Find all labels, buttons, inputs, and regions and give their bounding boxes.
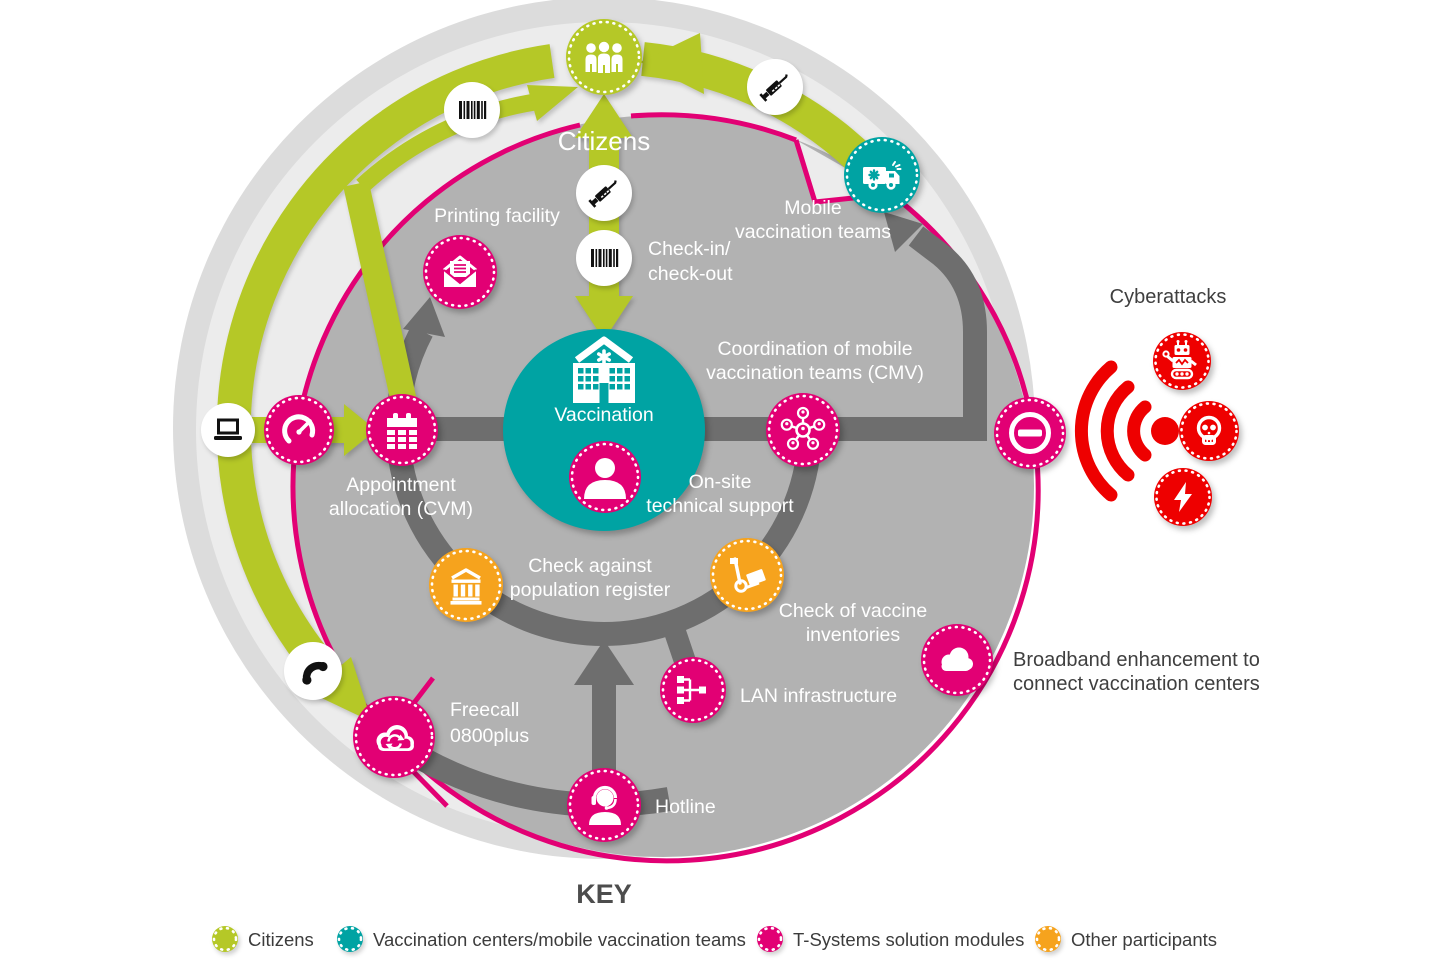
arrow-printing-to-citizens (527, 85, 578, 121)
syringe-badge-right (747, 59, 803, 115)
speedtest-node (264, 395, 334, 465)
population-label-2: population register (510, 579, 671, 601)
onsite-label-2: technical support (646, 495, 794, 517)
printing-node (423, 235, 497, 309)
cmv-label-2: vaccination teams (CMV) (706, 362, 924, 384)
legend-item-tsystems (757, 926, 783, 952)
broadband-node (921, 624, 993, 696)
legend-dot-others (1035, 926, 1061, 952)
cyberattack-group: Cyberattacks (1074, 286, 1239, 526)
handtruck-icon (730, 557, 766, 593)
legend: Citizens Vaccination centers/mobile vacc… (212, 926, 1217, 952)
lan-label: LAN infrastructure (740, 685, 897, 707)
inventories-label-2: inventories (806, 624, 901, 646)
inventories-label-1: Check of vaccine (779, 600, 928, 622)
legend-item-citizens (212, 926, 238, 952)
arrow-to-mobile-teams (884, 212, 923, 252)
malware-bot-icon (1162, 340, 1197, 380)
cloud-icon (941, 647, 973, 671)
network-icon (780, 406, 826, 450)
appointment-label-1: Appointment (346, 474, 456, 496)
phone-icon (302, 661, 328, 685)
cyberattacks-label: Cyberattacks (1110, 286, 1227, 308)
appointment-node (366, 394, 438, 466)
cmv-node (766, 393, 840, 467)
freecall-label-1: Freecall (450, 699, 519, 721)
onsite-label-1: On-site (689, 471, 752, 493)
lan-node (660, 657, 726, 723)
arrow-to-printing (403, 297, 445, 337)
legend-label-centers: Vaccination centers/mobile vaccination t… (373, 929, 746, 950)
legend-item-others (1035, 926, 1061, 952)
laptop-badge (201, 403, 255, 457)
printing-label: Printing facility (434, 205, 560, 227)
barcode-badge-top (444, 82, 500, 138)
checkin-label-1: Check-in/ (648, 238, 731, 260)
vaccination-center-node: Vaccination (503, 329, 705, 531)
citizens-node (566, 19, 642, 95)
inventories-node (710, 538, 784, 612)
freecall-node (353, 696, 435, 778)
phone-badge (284, 642, 342, 700)
skull-badge (1179, 401, 1239, 461)
citizens-zone-label: Citizens (558, 126, 650, 156)
onsite-support-node (569, 441, 641, 513)
outage-badge (1154, 468, 1212, 526)
legend-dot-tsystems (757, 926, 783, 952)
citizens-people-icon (585, 41, 623, 73)
speedometer-icon (282, 414, 316, 444)
ambulance-icon (863, 161, 902, 190)
cloud-sync-icon (376, 725, 414, 751)
legend-dot-centers (337, 926, 363, 952)
mobile-teams-node (844, 137, 920, 213)
freecall-label-2: 0800plus (450, 725, 529, 747)
tsystems-boundary (290, 112, 1041, 864)
arrow-up-to-citizens (575, 94, 633, 138)
legend-label-others: Other participants (1071, 929, 1217, 950)
population-label-1: Check against (528, 555, 652, 577)
vaccination-label: Vaccination (554, 404, 653, 426)
arrow-hotline-up (574, 640, 634, 685)
arrow-to-appointment (344, 404, 376, 456)
broadband-label-1: Broadband enhancement to (1013, 649, 1260, 671)
checkin-badge (576, 230, 632, 286)
mobile-teams-label-1: Mobile (784, 197, 841, 219)
person-icon (584, 458, 626, 499)
legend-item-centers (337, 926, 363, 952)
syringe-badge-mid (576, 165, 632, 221)
hospital-icon (573, 336, 635, 403)
skull-icon (1196, 415, 1222, 445)
mobile-teams-label-2: vaccination teams (735, 221, 891, 243)
legend-dot-citizens (212, 926, 238, 952)
minus-icon (1009, 412, 1051, 454)
cmv-label-1: Coordination of mobile (717, 338, 912, 360)
arrow-to-freecall (309, 657, 372, 722)
broadband-label-2: connect vaccination centers (1013, 673, 1260, 695)
laptop-icon (214, 418, 242, 440)
headset-agent-icon (589, 785, 621, 825)
arrow-mobile-to-citizens (640, 33, 704, 94)
lan-icon (677, 676, 706, 704)
legend-label-tsystems: T-Systems solution modules (793, 929, 1024, 950)
population-node (429, 548, 503, 622)
calendar-icon (387, 413, 417, 449)
blocker-node (994, 397, 1066, 469)
bank-icon (450, 568, 482, 605)
robot-badge (1153, 332, 1211, 390)
lightning-icon (1174, 482, 1192, 512)
signal-dot-icon (1151, 417, 1179, 445)
legend-title: KEY (576, 879, 632, 909)
hotline-label: Hotline (655, 796, 716, 818)
envelope-icon (443, 255, 477, 287)
minus-bar (1018, 429, 1042, 437)
legend-label-citizens: Citizens (248, 929, 314, 950)
attack-signal-icon (1074, 360, 1152, 502)
checkin-label-2: check-out (648, 263, 733, 285)
appointment-label-2: allocation (CVM) (329, 498, 473, 520)
hotline-node (567, 768, 641, 842)
arrow-down-to-vaccination (575, 296, 633, 340)
